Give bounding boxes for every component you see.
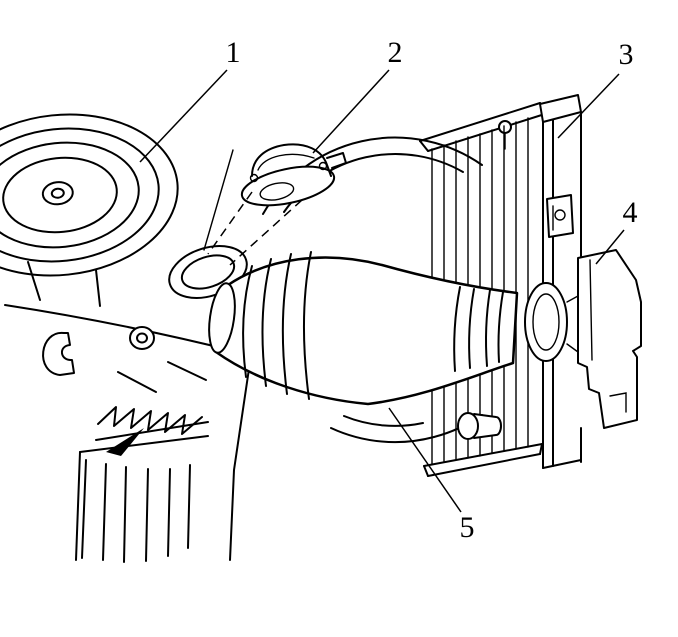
callouts: 1 2 3 4 5: [139, 36, 638, 544]
hose-end-opening: [208, 282, 236, 354]
radiator-bolt: [498, 120, 512, 134]
frame-latch: [546, 194, 574, 238]
callout-1-leader: [139, 69, 228, 163]
air-intake-hose: [208, 251, 519, 406]
mounting-bracket: [577, 249, 642, 429]
callout-5-label: 5: [460, 511, 475, 544]
callout-2-label: 2: [388, 36, 403, 69]
duct-cap: [240, 143, 347, 207]
hose-corrugations: [242, 251, 312, 400]
engine-block-details: [4, 261, 251, 563]
callout-4-leader: [595, 229, 625, 265]
clamp-bracket: [42, 331, 75, 376]
inlet-opening-ring: [524, 282, 579, 362]
drain-knob: [457, 412, 502, 440]
callout-3-label: 3: [619, 38, 634, 71]
alignment-dashed-lines: [203, 149, 303, 266]
callout-1-label: 1: [226, 36, 241, 69]
callout-3-leader: [557, 73, 620, 139]
callout-2-leader: [312, 69, 390, 154]
air-cleaner-assembly: [0, 113, 179, 277]
radiator-frame: [539, 94, 582, 469]
callout-4-label: 4: [623, 196, 638, 229]
callout-5-leader: [388, 407, 462, 513]
rib-detail: [106, 428, 144, 456]
radiator-core: [419, 102, 549, 477]
hose-clamps: [453, 286, 504, 372]
